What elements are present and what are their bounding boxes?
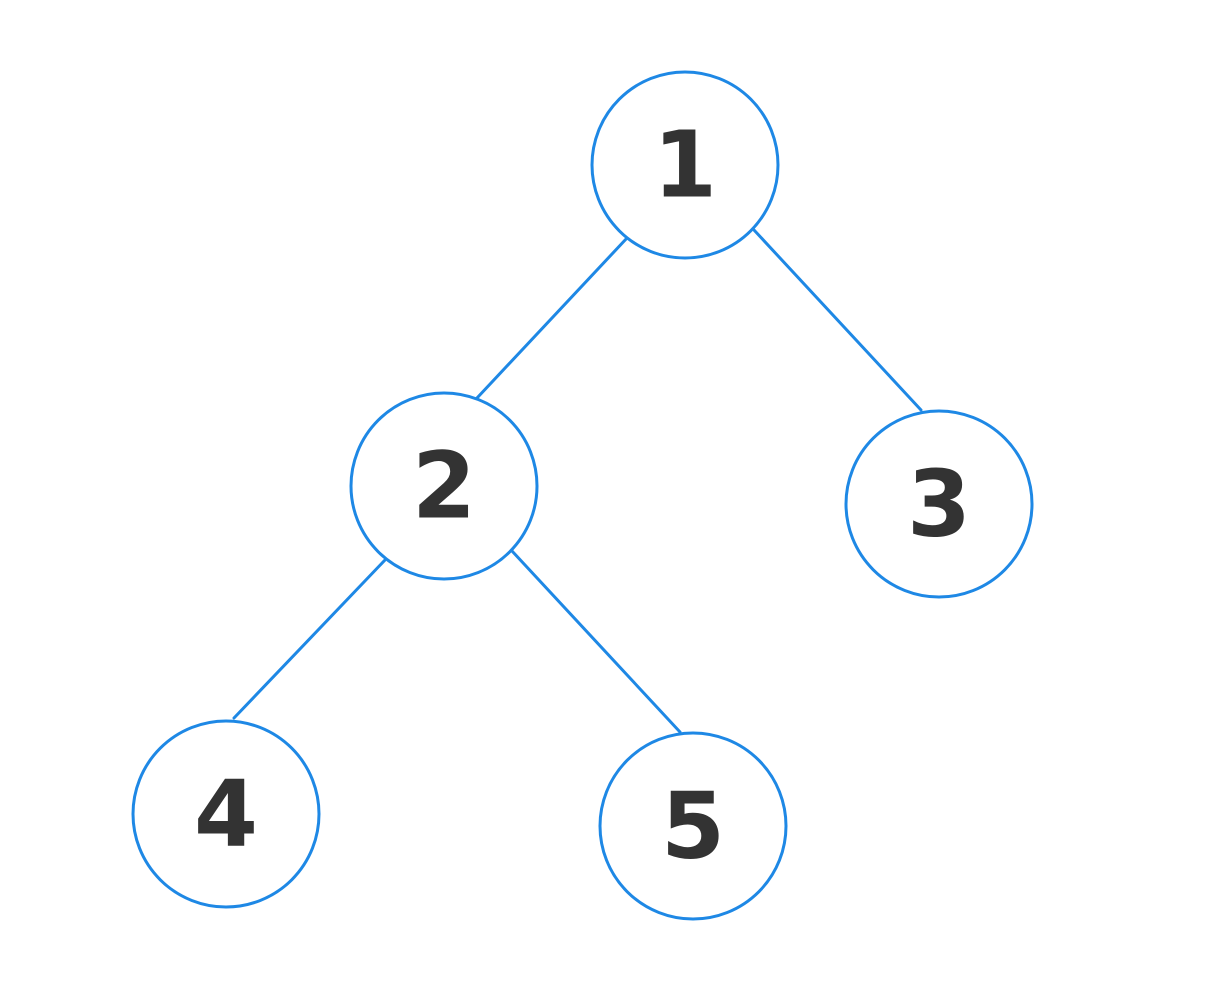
edge-1-2: [475, 236, 629, 400]
edge-2-5: [510, 549, 682, 734]
node-label: 2: [412, 433, 476, 540]
tree-node-4: 4: [131, 719, 321, 909]
edge-1-3: [752, 228, 923, 412]
tree-node-2: 2: [349, 391, 539, 581]
node-circle: [349, 391, 539, 581]
node-label: 3: [907, 451, 971, 558]
edges-group: [232, 228, 923, 734]
tree-node-5: 5: [598, 731, 788, 921]
tree-node-3: 3: [844, 409, 1034, 599]
node-circle: [590, 70, 780, 260]
edge-2-4: [232, 558, 387, 720]
node-label: 5: [661, 773, 725, 880]
node-circle: [131, 719, 321, 909]
node-circle: [598, 731, 788, 921]
node-label: 4: [194, 761, 258, 868]
node-circle: [844, 409, 1034, 599]
tree-node-1: 1: [590, 70, 780, 260]
node-label: 1: [653, 112, 717, 219]
